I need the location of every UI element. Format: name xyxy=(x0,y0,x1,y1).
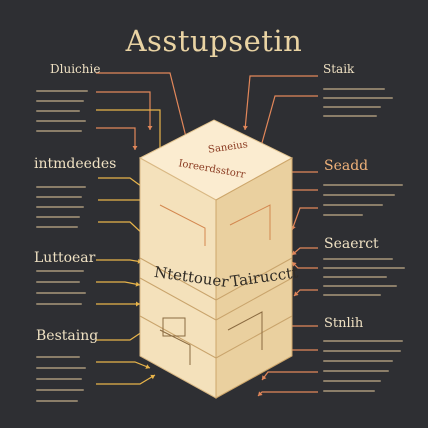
leader-arrow-20 xyxy=(292,262,297,267)
leader-arrow-2 xyxy=(147,126,153,130)
right-group-2-line-4 xyxy=(323,214,363,216)
left-heading-4: Bestaing xyxy=(36,328,99,344)
leader-line-15 xyxy=(259,95,318,151)
leader-line-14 xyxy=(244,75,318,131)
page-title: Asstupsetin xyxy=(125,24,303,58)
left-group-2-line-1 xyxy=(36,186,86,188)
right-group-3-line-5 xyxy=(323,294,381,296)
right-group-1-line-3 xyxy=(323,106,381,108)
box-trace-1 xyxy=(159,204,206,246)
left-heading-1: Dluichie xyxy=(50,62,101,76)
right-group-1-line-1 xyxy=(323,88,385,90)
left-group-1-line-3 xyxy=(36,110,80,112)
leader-line-18 xyxy=(291,207,318,231)
leader-arrow-19 xyxy=(292,250,297,255)
leader-line-1 xyxy=(96,72,189,146)
right-group-3-line-4 xyxy=(323,285,397,287)
left-group-4-line-2 xyxy=(36,367,86,369)
right-group-4-line-2 xyxy=(323,350,401,352)
right-group-1-line-4 xyxy=(323,115,377,117)
leader-arrow-12 xyxy=(145,364,150,369)
right-group-2-line-2 xyxy=(323,194,395,196)
right-group-4-line-5 xyxy=(323,380,381,382)
left-group-3-line-4 xyxy=(36,303,82,305)
left-heading-3: Luttoear xyxy=(34,250,96,266)
leader-line-2 xyxy=(96,91,151,130)
left-heading-2: intmdeedes xyxy=(34,156,117,172)
leader-line-8 xyxy=(96,259,143,263)
left-group-1-line-2 xyxy=(36,100,84,102)
box-band-3 xyxy=(139,315,293,359)
left-group-3-line-1 xyxy=(36,270,84,272)
right-group-4-line-3 xyxy=(323,360,393,362)
box-trace-2 xyxy=(229,204,271,240)
right-group-2-line-1 xyxy=(323,184,403,186)
right-group-4-line-6 xyxy=(323,390,375,392)
box-band-1 xyxy=(139,257,293,301)
left-group-2-line-4 xyxy=(36,216,80,218)
leader-arrow-10 xyxy=(136,301,140,307)
box-band-2 xyxy=(139,277,293,321)
right-heading-2: Seadd xyxy=(324,158,369,174)
leader-line-9 xyxy=(96,281,141,286)
left-group-3-line-3 xyxy=(36,292,86,294)
right-group-3-line-1 xyxy=(323,258,393,260)
leader-arrow-13 xyxy=(150,374,155,380)
right-group-3-line-3 xyxy=(323,276,387,278)
right-group-4-line-1 xyxy=(323,340,403,342)
leader-line-4 xyxy=(96,127,136,150)
left-group-1-line-1 xyxy=(36,90,88,92)
right-group-1-line-2 xyxy=(323,97,393,99)
left-group-4-line-3 xyxy=(36,378,82,380)
leader-arrow-9 xyxy=(135,281,140,287)
leader-line-3 xyxy=(96,109,161,160)
right-heading-1: Staik xyxy=(323,62,355,76)
box-trace-4 xyxy=(227,311,263,350)
leader-line-12 xyxy=(96,361,151,369)
right-heading-3: Seaerct xyxy=(324,236,379,252)
right-group-2-line-3 xyxy=(323,204,383,206)
leader-arrow-24 xyxy=(262,375,267,380)
right-group-4-line-4 xyxy=(323,370,389,372)
right-group-3-line-2 xyxy=(323,267,405,269)
box-trace-3 xyxy=(159,329,191,365)
box-right-face xyxy=(215,157,293,399)
right-heading-4: Stnlih xyxy=(324,316,364,331)
leader-arrow-25 xyxy=(258,391,263,396)
leader-arrow-21 xyxy=(294,291,299,296)
left-group-3-line-2 xyxy=(36,281,80,283)
left-group-2-line-5 xyxy=(36,226,78,228)
box-panel xyxy=(162,317,186,337)
left-group-2-line-3 xyxy=(36,206,84,208)
leader-arrow-4 xyxy=(132,146,138,150)
leader-arrow-14 xyxy=(242,125,248,130)
left-group-4-line-1 xyxy=(36,356,80,358)
left-group-4-line-4 xyxy=(36,389,84,391)
left-group-1-line-4 xyxy=(36,120,86,122)
left-group-1-line-5 xyxy=(36,130,82,132)
left-group-4-line-5 xyxy=(36,400,78,402)
leader-line-13 xyxy=(96,374,156,385)
left-group-2-line-2 xyxy=(36,196,82,198)
